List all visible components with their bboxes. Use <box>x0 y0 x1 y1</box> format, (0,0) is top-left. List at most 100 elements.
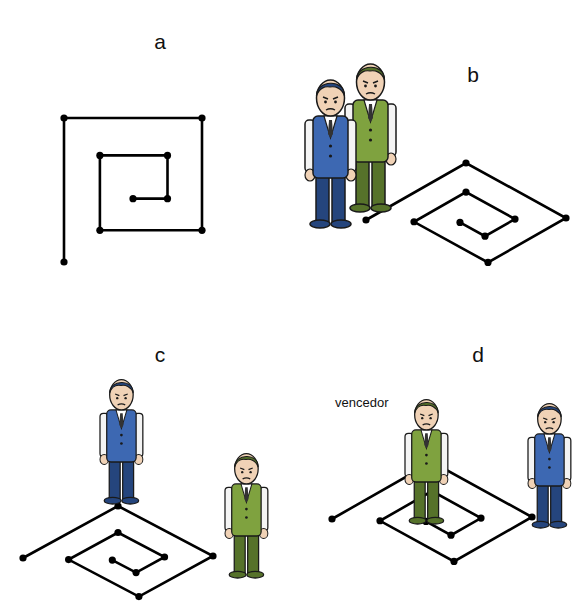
vertex-dot <box>562 214 569 221</box>
leg <box>316 174 329 222</box>
tie <box>368 104 373 122</box>
vertex-dot <box>96 152 103 159</box>
panel-letter: b <box>467 63 479 86</box>
shirt <box>324 116 337 138</box>
vertex-dot <box>161 553 168 560</box>
vest <box>313 116 348 178</box>
eye <box>124 397 126 399</box>
button <box>329 144 332 147</box>
vertex-dot <box>447 532 454 539</box>
eye <box>421 417 423 419</box>
vest <box>353 100 388 162</box>
shoe <box>310 220 330 228</box>
leg <box>356 158 369 206</box>
tie <box>328 120 333 138</box>
eye <box>429 417 431 419</box>
man-figure <box>528 404 571 528</box>
eye <box>249 471 251 473</box>
vertex-dot <box>456 219 463 226</box>
mouth <box>118 404 126 405</box>
hair <box>415 402 439 413</box>
vertex-dot <box>481 233 488 240</box>
tie <box>547 437 551 452</box>
shoe <box>331 220 351 228</box>
shoe <box>229 571 246 578</box>
head <box>235 454 259 484</box>
panel-letter: a <box>154 30 166 53</box>
man-figure <box>100 380 143 504</box>
button <box>245 516 248 519</box>
head <box>357 64 385 100</box>
leg <box>414 479 425 519</box>
button <box>329 154 332 157</box>
brows <box>543 418 556 420</box>
head <box>538 404 562 434</box>
tie <box>244 487 248 502</box>
button <box>548 466 551 469</box>
eye <box>374 85 377 88</box>
figures <box>100 64 571 578</box>
head <box>415 400 439 430</box>
panel-letter: d <box>472 343 484 366</box>
shoe <box>350 204 370 212</box>
shirt <box>241 484 252 502</box>
button <box>548 458 551 461</box>
shoe <box>427 517 444 524</box>
vertex-dot <box>164 195 171 202</box>
hair <box>356 67 384 80</box>
vertex-dot <box>362 216 369 223</box>
vertex-dot <box>132 569 139 576</box>
brows <box>240 468 253 470</box>
button <box>369 128 372 131</box>
mouth <box>243 478 251 479</box>
vertex-dot <box>209 552 216 559</box>
eye <box>324 101 327 104</box>
vertex-dot <box>528 513 535 520</box>
leg <box>372 158 385 206</box>
vertex-dot <box>60 114 67 121</box>
vertex-dot <box>477 514 484 521</box>
shirt <box>364 100 377 122</box>
button <box>245 508 248 511</box>
vertex-dot <box>450 558 457 565</box>
vest <box>232 484 261 536</box>
vertex-dot <box>129 195 136 202</box>
head <box>317 80 345 116</box>
eye <box>334 101 337 104</box>
vertex-dot <box>198 227 205 234</box>
leg <box>234 533 245 573</box>
brows <box>323 97 338 99</box>
man-figure <box>305 80 356 228</box>
vest <box>107 410 136 462</box>
button <box>425 454 428 457</box>
eye <box>116 397 118 399</box>
vertex-dot <box>114 529 121 536</box>
vertex-dot <box>328 515 335 522</box>
brows <box>115 394 128 396</box>
head <box>110 380 134 410</box>
shoe <box>532 521 549 528</box>
eye <box>544 421 546 423</box>
hair <box>110 382 134 393</box>
shirt <box>544 434 555 452</box>
hair <box>316 83 344 96</box>
vest <box>412 430 441 482</box>
mouth <box>366 93 375 94</box>
eye <box>552 421 554 423</box>
vertex-dot <box>164 152 171 159</box>
tie <box>424 433 428 448</box>
vertex-dot <box>462 159 469 166</box>
man-figure <box>405 400 448 524</box>
mouth <box>546 428 554 429</box>
leg <box>428 479 439 519</box>
vertex-dot <box>484 259 491 266</box>
spiral-line <box>366 163 566 263</box>
vertex-dot <box>410 218 417 225</box>
vertex-dot <box>198 114 205 121</box>
hair <box>235 456 259 467</box>
vertex-dot <box>135 593 142 600</box>
button <box>369 138 372 141</box>
leg <box>332 174 345 222</box>
